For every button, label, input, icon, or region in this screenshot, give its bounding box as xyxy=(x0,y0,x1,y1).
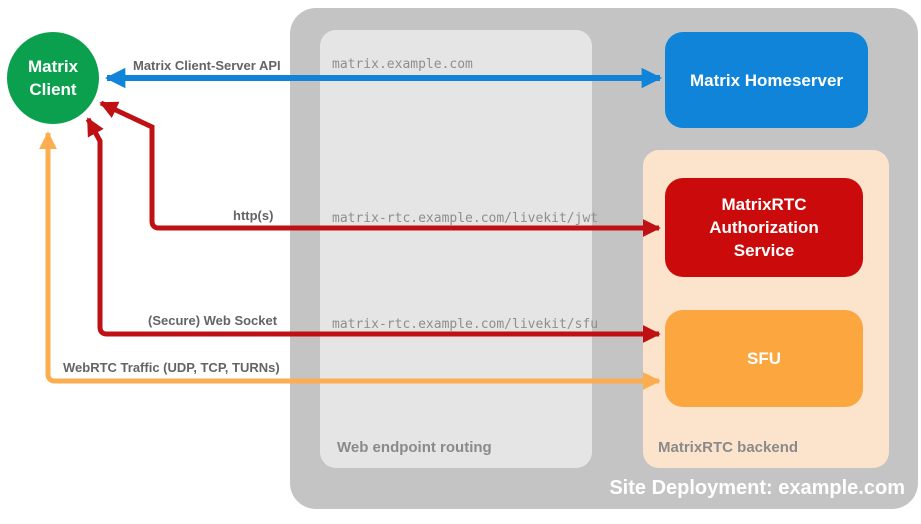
matrix-homeserver-node: Matrix Homeserver xyxy=(665,32,868,128)
site-deployment-label: Site Deployment: example.com xyxy=(609,477,905,499)
matrix-homeserver-label: Matrix Homeserver xyxy=(689,70,844,90)
sfu-node: SFU xyxy=(665,310,863,407)
sfu-label: SFU xyxy=(747,349,781,368)
endpoint-jwt-label: matrix-rtc.example.com/livekit/jwt xyxy=(332,211,599,226)
matrixrtc-authorization-service-label: MatrixRTC Authorization Service xyxy=(709,195,819,260)
websocket-arrow-label: (Secure) Web Socket xyxy=(148,313,278,328)
https-arrow-label: http(s) xyxy=(233,208,274,223)
matrix-client-node: Matrix Client xyxy=(7,32,99,124)
matrix-client-label: Matrix Client xyxy=(27,57,79,99)
matrixrtc-authorization-service-node: MatrixRTC Authorization Service xyxy=(665,178,863,277)
endpoint-sfu-label: matrix-rtc.example.com/livekit/sfu xyxy=(332,317,599,332)
matrixrtc-backend-label: MatrixRTC backend xyxy=(658,439,799,456)
webrtc-traffic-arrow-label: WebRTC Traffic (UDP, TCP, TURNs) xyxy=(63,360,280,375)
web-endpoint-routing-container: Web endpoint routing xyxy=(320,30,592,468)
endpoint-homeserver-label: matrix.example.com xyxy=(332,57,473,72)
client-server-api-arrow-label: Matrix Client-Server API xyxy=(133,58,281,73)
web-endpoint-routing-label: Web endpoint routing xyxy=(337,439,492,456)
